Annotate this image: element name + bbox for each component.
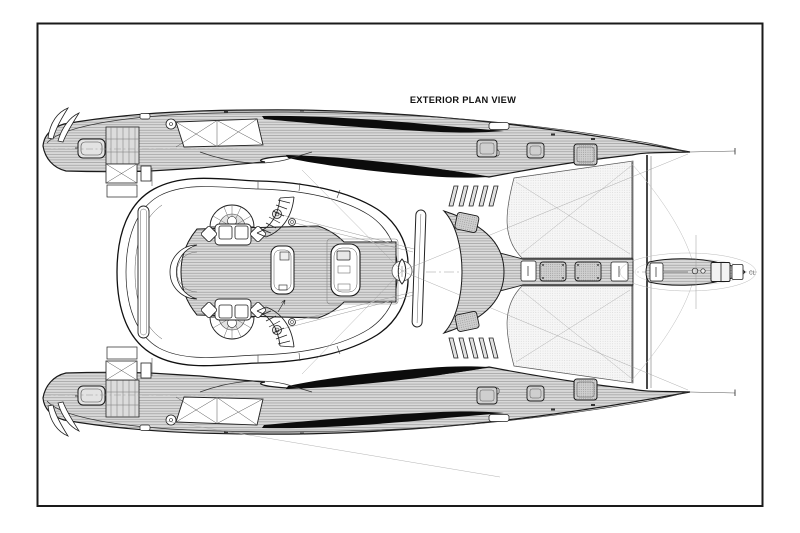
sheet-frame — [36, 22, 764, 507]
mast-area — [301, 153, 689, 391]
walkway-hatch — [539, 261, 567, 282]
forward-cockpit — [442, 185, 505, 359]
cabin — [116, 177, 415, 367]
bowsprit: CL — [619, 235, 757, 309]
tender-garage — [270, 238, 399, 305]
winches — [272, 209, 415, 335]
side-stairs — [256, 196, 295, 348]
aft-door — [137, 205, 150, 339]
trampoline — [506, 160, 634, 384]
dinette — [200, 223, 267, 321]
centerline-label: CL — [749, 271, 756, 277]
walkway — [495, 252, 634, 292]
leader-line — [164, 420, 501, 478]
deck-louvres — [448, 185, 499, 359]
walkway-hatch — [574, 261, 602, 282]
rigging-lines — [301, 153, 689, 391]
drawing-title: EXTERIOR PLAN VIEW — [410, 95, 516, 105]
